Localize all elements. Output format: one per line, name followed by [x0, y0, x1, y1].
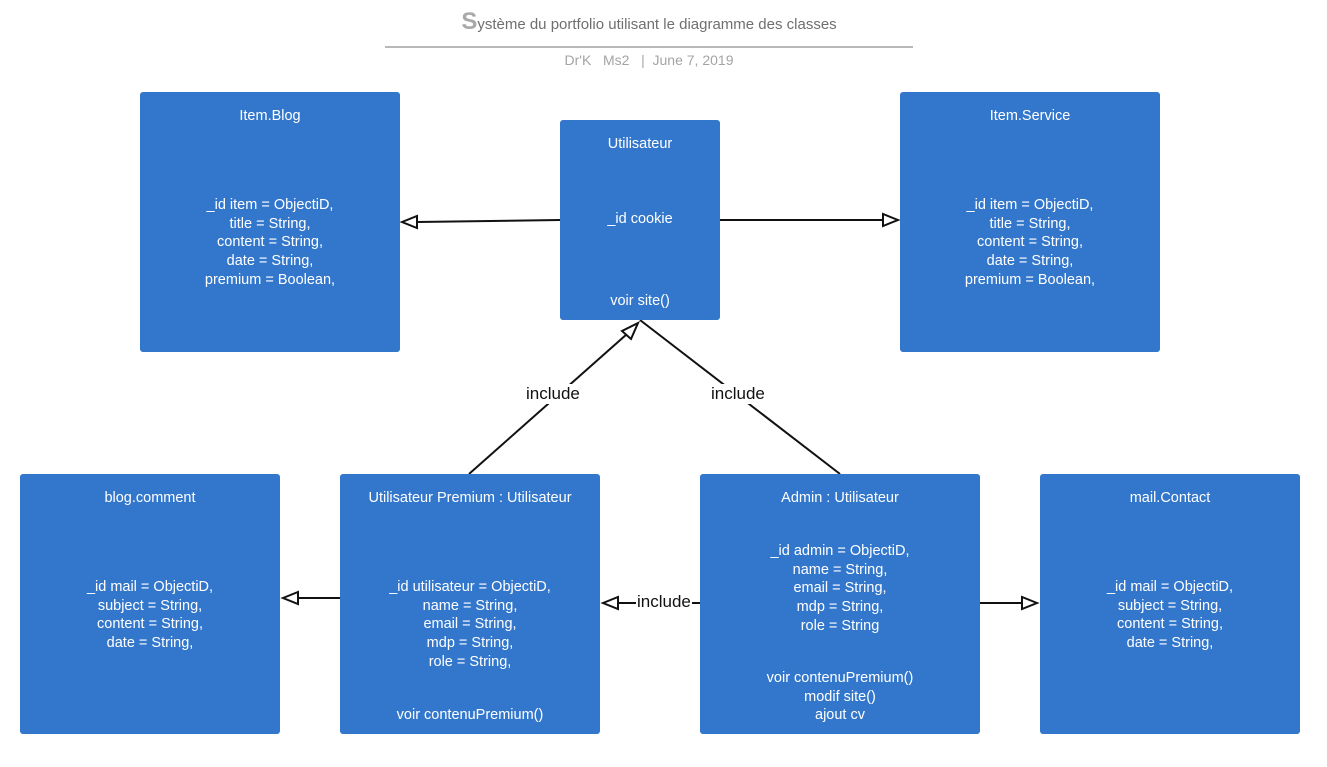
attribute: _id utilisateur = ObjectiD, [389, 579, 551, 595]
attribute: title = String, [229, 215, 311, 232]
class-title: Item.Service [989, 108, 1071, 124]
class-title: Admin : Utilisateur [781, 490, 899, 506]
arrowhead-mail-contact [1021, 595, 1040, 611]
arrowhead-item-service [882, 212, 901, 228]
attribute: content = String, [97, 616, 203, 633]
attribute: content = String, [977, 234, 1083, 251]
class-admin[interactable]: Admin : Utilisateur _id admin = ObjectiD… [700, 474, 980, 734]
connector-utilisateur-to-item-blog [416, 219, 561, 223]
attribute: role = String [800, 617, 880, 634]
attribute: name = String, [422, 597, 518, 614]
class-blog-comment[interactable]: blog.comment _id mail = ObjectiD, subjec… [20, 474, 280, 734]
date-text: June 7, 2019 [652, 52, 734, 68]
attribute: content = String, [217, 234, 323, 251]
class-methods: voir contenuPremium() [340, 706, 600, 725]
class-mail-contact[interactable]: mail.Contact _id mail = ObjectiD, subjec… [1040, 474, 1300, 734]
title-text: ystème du portfolio utilisant le diagram… [477, 16, 837, 33]
attribute: subject = String, [1117, 597, 1223, 614]
class-attributes: _id mail = ObjectiD, subject = String, c… [20, 578, 280, 653]
attribute: email = String, [793, 580, 887, 597]
attribute: _id cookie [607, 211, 673, 227]
attribute: _id mail = ObjectiD, [86, 579, 214, 595]
attribute: role = String, [428, 653, 512, 670]
class-utilisateur[interactable]: Utilisateur _id cookie voir site() [560, 120, 720, 320]
include-label-premium: include [525, 384, 581, 404]
arrowhead-utilisateur-premium [600, 595, 619, 611]
class-title: Utilisateur [607, 136, 673, 152]
attribute: mdp = String, [796, 599, 884, 616]
method: voir contenuPremium() [766, 670, 914, 686]
method: voir site() [610, 293, 670, 309]
diagram-title: Système du portfolio utilisant le diagra… [385, 8, 913, 36]
attribute: content = String, [1117, 616, 1223, 633]
attribute: date = String, [986, 253, 1074, 270]
class-title: mail.Contact [1129, 490, 1211, 506]
arrowhead-utilisateur [620, 320, 641, 341]
attribute: date = String, [106, 635, 194, 652]
attribute: _id mail = ObjectiD, [1106, 579, 1234, 595]
diagram-subtitle: Dr'K Ms2 | June 7, 2019 [385, 52, 913, 68]
class-item-blog[interactable]: Item.Blog _id item = ObjectiD, title = S… [140, 92, 400, 352]
class-title: Item.Blog [239, 108, 301, 124]
class-attributes: _id item = ObjectiD, title = String, con… [140, 196, 400, 290]
class-attributes: _id admin = ObjectiD, name = String, ema… [700, 542, 980, 636]
title-divider [385, 46, 913, 48]
attribute: subject = String, [97, 597, 203, 614]
attribute: date = String, [1126, 635, 1214, 652]
separator-text: | [641, 52, 645, 68]
class-title: blog.comment [104, 490, 196, 506]
class-item-service[interactable]: Item.Service _id item = ObjectiD, title … [900, 92, 1160, 352]
class-methods: voir contenuPremium() modif site() ajout… [700, 669, 980, 725]
attribute: title = String, [989, 215, 1071, 232]
attribute: _id admin = ObjectiD, [770, 543, 910, 559]
connector-premium-to-utilisateur [468, 333, 628, 475]
attribute: _id item = ObjectiD, [206, 197, 334, 213]
class-utilisateur-premium[interactable]: Utilisateur Premium : Utilisateur _id ut… [340, 474, 600, 734]
class-attributes: _id item = ObjectiD, title = String, con… [900, 196, 1160, 290]
attribute: mdp = String, [426, 635, 514, 652]
attribute: _id item = ObjectiD, [966, 197, 1094, 213]
method: ajout cv [815, 707, 865, 724]
attribute: email = String, [423, 616, 517, 633]
method: modif site() [804, 688, 876, 705]
class-attributes: _id utilisateur = ObjectiD, name = Strin… [340, 578, 600, 672]
author-text: Dr'K Ms2 [564, 52, 630, 68]
title-initial: S [461, 8, 478, 35]
class-methods: voir site() [560, 292, 720, 311]
arrowhead-item-blog [399, 214, 418, 230]
class-title: Utilisateur Premium : Utilisateur [368, 490, 572, 506]
arrowhead-blog-comment [280, 590, 299, 606]
include-label-admin: include [710, 384, 766, 404]
attribute: name = String, [792, 561, 888, 578]
class-attributes: _id mail = ObjectiD, subject = String, c… [1040, 578, 1300, 653]
include-label-admin-premium: include [636, 592, 692, 612]
attribute: premium = Boolean, [204, 271, 336, 288]
attribute: date = String, [226, 253, 314, 270]
method: voir contenuPremium() [396, 707, 544, 723]
class-attributes: _id cookie [560, 210, 720, 229]
attribute: premium = Boolean, [964, 271, 1096, 288]
